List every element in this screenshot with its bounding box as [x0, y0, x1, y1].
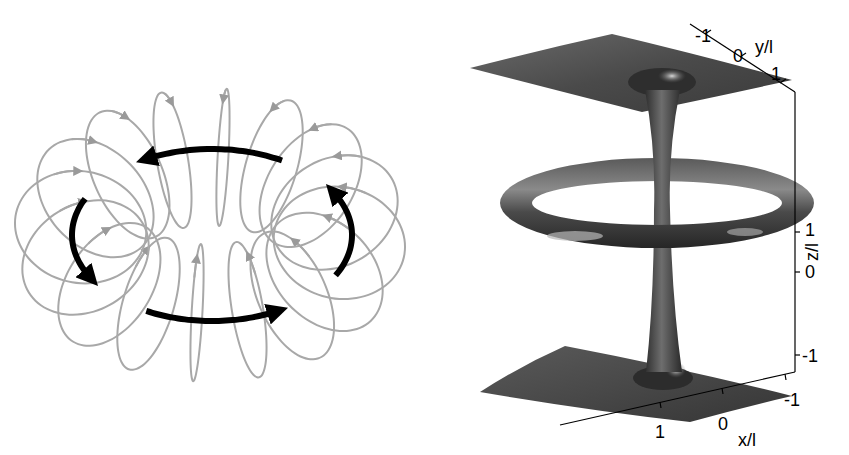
loop-arrow [194, 257, 197, 277]
field-loop [260, 124, 362, 247]
field-loop [22, 200, 148, 315]
axis-label: y/l [755, 38, 773, 56]
loop-arrow [54, 171, 79, 174]
axis-label: z/l [803, 243, 821, 261]
tick-label: -1 [802, 347, 818, 365]
field-loop [271, 155, 397, 270]
loop-arrow [272, 101, 284, 110]
field-loop [228, 242, 266, 377]
tick-label: -1 [695, 27, 711, 45]
field-loop [190, 244, 203, 381]
toroidal-arrow [333, 192, 352, 275]
loop-arrow [341, 187, 366, 193]
field-loop [37, 139, 153, 257]
top-sheet [470, 34, 792, 112]
axis-label: x/l [738, 431, 756, 449]
tick-label: 1 [771, 65, 781, 83]
loop-arrow [165, 94, 172, 104]
field-loop [216, 89, 229, 226]
tick-label: 0 [805, 263, 815, 281]
axes [560, 24, 800, 425]
loop-arrow [223, 90, 226, 100]
toroidal-field-sketch [15, 89, 405, 381]
torus-highlight [547, 231, 603, 241]
toroidal-arrow [146, 311, 277, 321]
field-loop [240, 100, 302, 232]
loop-arrow [312, 124, 332, 129]
tick-label: 1 [655, 423, 665, 441]
loop-arrow [336, 155, 360, 156]
funnel-highlight [658, 69, 686, 83]
toroidal-arrow [146, 149, 282, 161]
bottom-sheet [480, 346, 792, 422]
loop-arrow [326, 216, 349, 228]
field-loop [153, 93, 191, 228]
tick-label: -1 [784, 391, 800, 409]
loop-arrow [88, 229, 108, 244]
torus-front [500, 203, 814, 248]
loop-arrow [72, 139, 95, 142]
tick-label: 1 [805, 221, 815, 239]
loop-arrow [248, 254, 255, 274]
tick-label: 0 [733, 47, 743, 65]
tick-label: 0 [718, 415, 728, 433]
field-loop [274, 187, 405, 299]
field-loop [117, 238, 179, 370]
surface-plot [470, 24, 814, 425]
field-loop [86, 111, 170, 239]
field-loop [266, 213, 382, 331]
torus-highlight [727, 228, 763, 236]
field-loop [15, 171, 146, 283]
field-loop [251, 231, 335, 359]
loop-arrow [111, 111, 127, 118]
toroidal-arrow [72, 199, 91, 278]
